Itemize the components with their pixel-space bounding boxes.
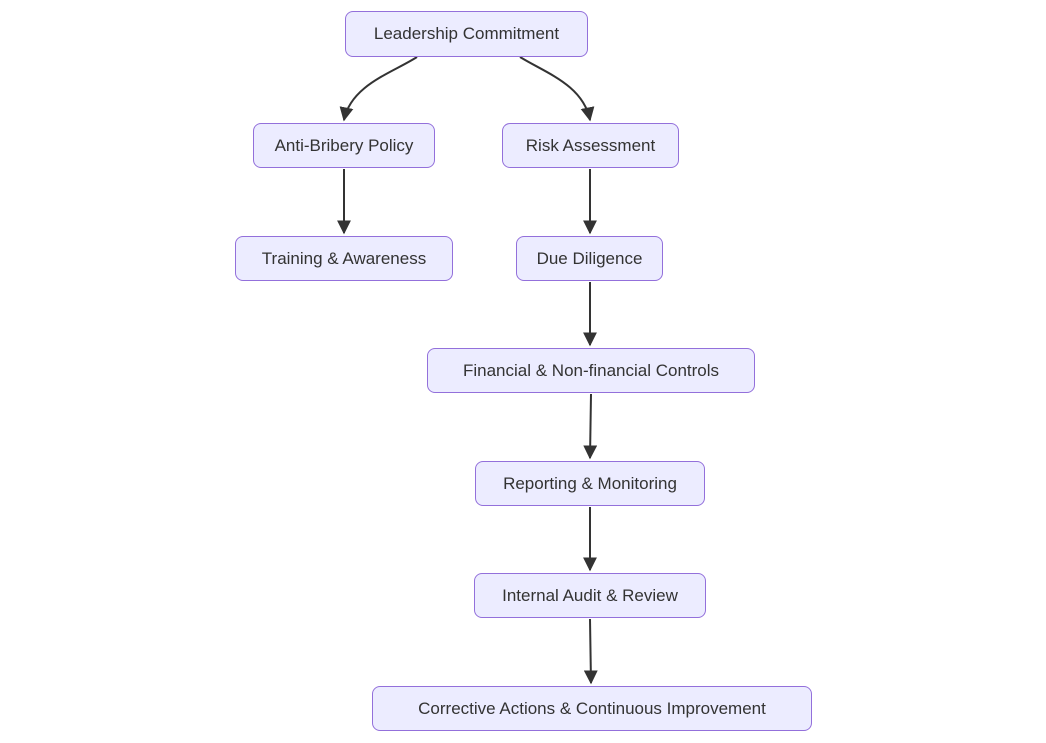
flowchart-node-reporting-monitoring: Reporting & Monitoring (475, 461, 705, 506)
flowchart-node-risk-assessment: Risk Assessment (502, 123, 679, 168)
edge-audit-to-corrective (583, 618, 598, 685)
edge-leadership-to-policy (339, 56, 418, 122)
flowchart-node-internal-audit-review: Internal Audit & Review (474, 573, 706, 618)
flowchart-node-anti-bribery-policy: Anti-Bribery Policy (253, 123, 435, 168)
flowchart-node-financial-controls: Financial & Non-financial Controls (427, 348, 755, 393)
flowchart-node-due-diligence: Due Diligence (516, 236, 663, 281)
edge-leadership-to-risk (519, 56, 595, 122)
edge-controls-to-reporting (583, 393, 598, 460)
flowchart-node-corrective-actions: Corrective Actions & Continuous Improvem… (372, 686, 812, 731)
flowchart-node-leadership-commitment: Leadership Commitment (345, 11, 588, 57)
flowchart-node-training-awareness: Training & Awareness (235, 236, 453, 281)
